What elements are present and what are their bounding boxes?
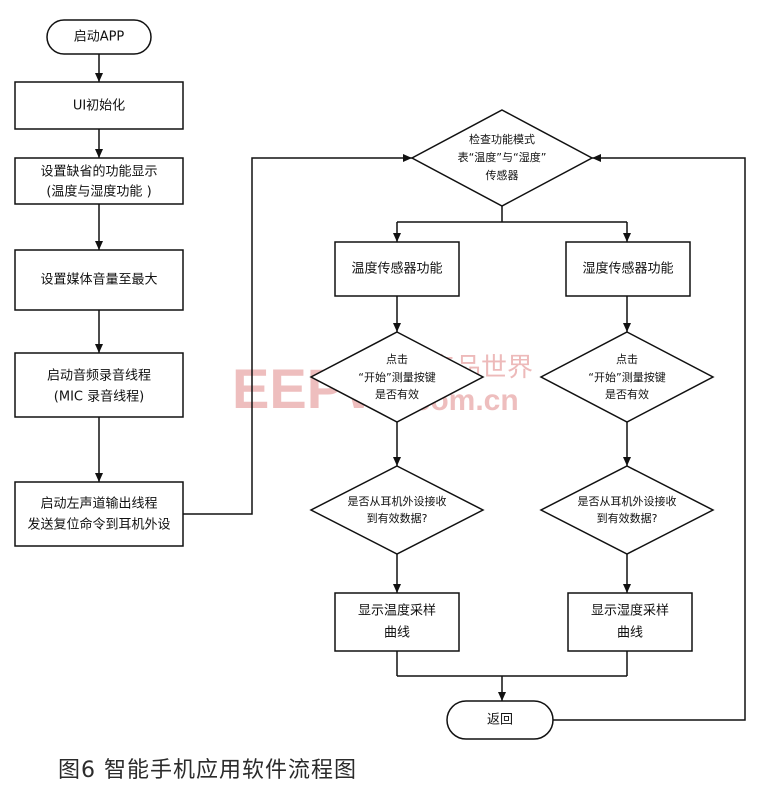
record-thread-box — [14, 352, 184, 418]
check-mode-line3: 传感器 — [486, 169, 519, 182]
record-thread-line1: 启动音频录音线程 — [47, 368, 151, 384]
humi-curve-line1: 显示湿度采样 — [591, 603, 669, 619]
ui-init-box — [14, 81, 184, 130]
default-display-line2: (温度与湿度功能 ) — [46, 184, 151, 200]
arrow-output-check — [183, 154, 412, 515]
humi-function-box — [565, 241, 691, 297]
humi-recv-diamond — [539, 465, 715, 555]
ui-init-label: UI初始化 — [73, 99, 125, 114]
right-column: 检查功能模式 表“温度”与“湿度” 传感器 温度传感器功能 湿度传感器功能 点击… — [309, 109, 746, 740]
default-display-line1: 设置缺省的功能显示 — [40, 164, 157, 180]
media-volume-label: 设置媒体音量至最大 — [40, 272, 157, 288]
humi-click-line1: 点击 — [616, 353, 638, 366]
humi-recv-line1: 是否从耳机外设接收 — [578, 494, 677, 508]
temp-click-line1: 点击 — [386, 353, 408, 366]
humi-click-line2: “开始”测量按键 — [588, 370, 665, 384]
check-mode-line1: 检查功能模式 — [469, 132, 535, 146]
figure-caption: 图6 智能手机应用软件流程图 — [58, 758, 357, 783]
media-volume-box — [14, 249, 184, 311]
temp-function-box — [334, 241, 460, 297]
humi-curve-line2: 曲线 — [617, 626, 643, 641]
left-column: 启动APP UI初始化 设置缺省的功能显示 (温度与湿度功能 ) 设置媒体音量至… — [14, 19, 412, 547]
humi-click-line3: 是否有效 — [605, 387, 649, 401]
start-label: 启动APP — [74, 30, 125, 45]
record-thread-line2: (MIC 录音线程) — [54, 389, 144, 405]
temp-curve-box — [334, 592, 460, 652]
temp-curve-line2: 曲线 — [384, 626, 410, 641]
output-thread-line2: 发送复位命令到耳机外设 — [27, 517, 170, 533]
default-display-box — [14, 157, 184, 205]
temp-recv-line1: 是否从耳机外设接收 — [348, 494, 447, 508]
temp-click-line3: 是否有效 — [375, 387, 419, 401]
temp-recv-diamond — [309, 465, 485, 555]
return-label: 返回 — [487, 713, 513, 728]
humi-recv-line2: 到有效数据? — [597, 511, 658, 525]
temp-function-label: 温度传感器功能 — [351, 261, 442, 277]
arrow-return-loop — [553, 154, 746, 721]
temp-click-line2: “开始”测量按键 — [358, 370, 435, 384]
check-mode-line2: 表“温度”与“湿度” — [458, 150, 547, 164]
humi-function-label: 湿度传感器功能 — [582, 261, 673, 277]
output-thread-line1: 启动左声道输出线程 — [40, 496, 157, 512]
humi-curve-box — [567, 592, 693, 652]
output-thread-box — [14, 481, 184, 547]
temp-curve-line1: 显示温度采样 — [358, 603, 436, 619]
temp-recv-line2: 到有效数据? — [367, 511, 428, 525]
